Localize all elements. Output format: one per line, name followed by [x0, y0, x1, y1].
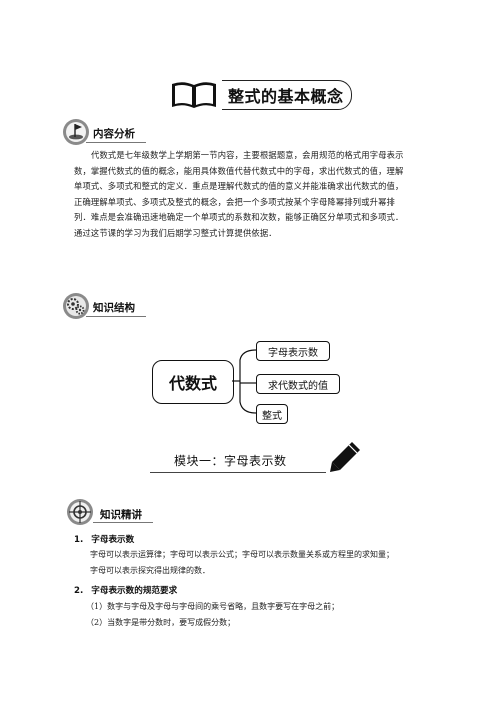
module-title: 模块一：字母表示数 [174, 454, 287, 468]
mindmap-branch-polynomial: 整式 [256, 404, 288, 424]
gears-icon [63, 293, 89, 319]
open-book-icon [166, 76, 222, 112]
page-title: 整式的基本概念 [228, 87, 344, 106]
section-underline [86, 316, 146, 317]
item-number: 1. [74, 535, 84, 545]
module-underline [150, 472, 326, 473]
item-2-heading: 2. 字母表示数的规范要求 [74, 584, 177, 596]
mindmap-branch-evaluate-expression: 求代数式的值 [256, 374, 340, 394]
mindmap-branch-letters-as-numbers: 字母表示数 [256, 341, 330, 361]
content-analysis-paragraph: 代数式是七年级数学上学期第一节内容，主要根据题意，会用规范的格式用字母表示数，掌… [74, 150, 404, 238]
item-1-line-2: 字母可以表示探究得出规律的数． [90, 566, 210, 575]
pencil-icon [330, 442, 360, 472]
mindmap-center-node: 代数式 [152, 360, 234, 404]
flag-target-icon [63, 119, 89, 145]
section-underline [86, 142, 146, 143]
section-underline [93, 522, 153, 523]
item-2-line-2: （2）当数字是带分数时，要写成假分数； [86, 618, 236, 627]
item-2-line-1: （1）数字与字母及字母与字母间的乘号省略，且数字要写在字母之前； [86, 602, 340, 611]
item-1-line-1: 字母可以表示运算律；字母可以表示公式；字母可以表示数量关系或方程里的求知量； [90, 550, 394, 559]
item-title: 字母表示数的规范要求 [91, 586, 178, 596]
item-number: 2. [74, 586, 84, 596]
section-heading-content-analysis: 内容分析 [93, 128, 135, 140]
section-heading-knowledge-lecture: 知识精讲 [100, 509, 142, 521]
item-title: 字母表示数 [91, 535, 135, 545]
mindmap-connectors [232, 349, 257, 414]
section-heading-knowledge-structure: 知识结构 [93, 302, 135, 314]
item-1-heading: 1. 字母表示数 [74, 533, 134, 545]
crosshair-target-icon [67, 499, 93, 525]
